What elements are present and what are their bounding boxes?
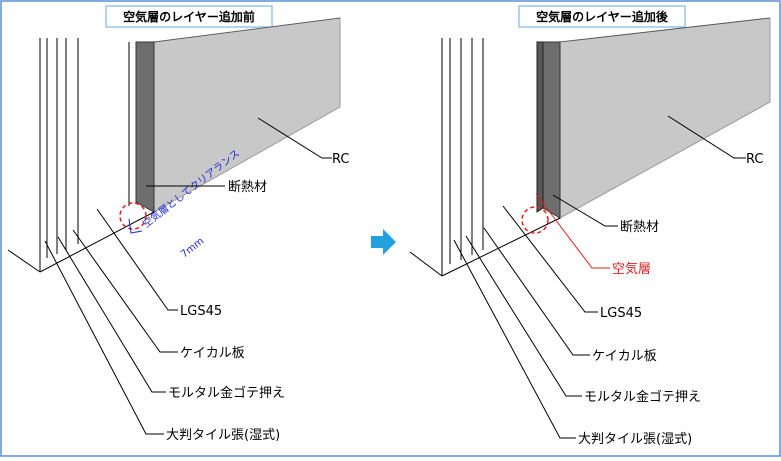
left-clearance-circle [119, 202, 147, 230]
left-label-tile: 大判タイル張(湿式) [166, 428, 280, 443]
left-label-lgs: LGS45 [180, 304, 222, 319]
left-floor-edge-front [39, 211, 155, 273]
right-label-keical: ケイカル板 [592, 349, 657, 364]
right-label-mortar: モルタル金ゴテ押え [584, 389, 701, 405]
right-floor-edge-left [409, 251, 443, 277]
right-air-layer [536, 41, 544, 213]
left-panel: 空気層のレイヤー追加前 空気層としてクリアランス 7mm RC 断 [7, 5, 349, 443]
left-clearance-note-line2-group: 7mm [179, 236, 206, 261]
right-rc-face [559, 17, 771, 219]
right-title: 空気層のレイヤー追加後 [536, 9, 669, 24]
right-tile-leader [453, 239, 576, 439]
left-label-rc: RC [332, 152, 349, 167]
right-arrow-icon [371, 229, 396, 255]
right-label-air-layer: 空気層 [612, 261, 651, 277]
right-insulation-leader [552, 194, 618, 227]
left-label-keical: ケイカル板 [180, 346, 245, 361]
left-mortar-leader [57, 236, 166, 393]
left-rc-top-edge [153, 17, 341, 43]
left-label-mortar: モルタル金ゴテ押え [168, 385, 285, 401]
right-label-lgs: LGS45 [600, 306, 642, 321]
left-keical-leader [72, 229, 178, 353]
right-title-box [518, 5, 686, 28]
right-label-insulation: 断熱材 [620, 220, 659, 235]
left-clearance-note-line2: 7mm [179, 236, 206, 261]
right-panel: 空気層のレイヤー追加後 RC 断熱材 空気層 LGS45 ケイカル板 モ [409, 5, 771, 447]
left-clearance-bracket [128, 218, 143, 234]
left-rc-leader [257, 117, 332, 159]
left-title: 空気層のレイヤー追加前 [123, 9, 255, 24]
left-lgs-leader [96, 208, 178, 311]
left-tile-leader [44, 240, 164, 435]
right-air-layer-leader [535, 193, 610, 269]
right-insulation-layer [542, 41, 561, 219]
right-keical-leader [483, 227, 590, 356]
right-rc-leader [667, 115, 746, 159]
right-floor-edge-front [441, 217, 561, 277]
right-label-rc: RC [746, 152, 763, 167]
right-rc-top-edge [559, 17, 771, 43]
left-title-box [105, 5, 273, 28]
left-floor-edge-left [7, 249, 41, 273]
right-lgs-leader [502, 205, 598, 313]
left-label-insulation: 断熱材 [228, 180, 267, 195]
right-label-tile: 大判タイル張(湿式) [578, 432, 692, 447]
right-air-layer-circle [521, 206, 549, 234]
right-mortar-leader [465, 235, 582, 397]
